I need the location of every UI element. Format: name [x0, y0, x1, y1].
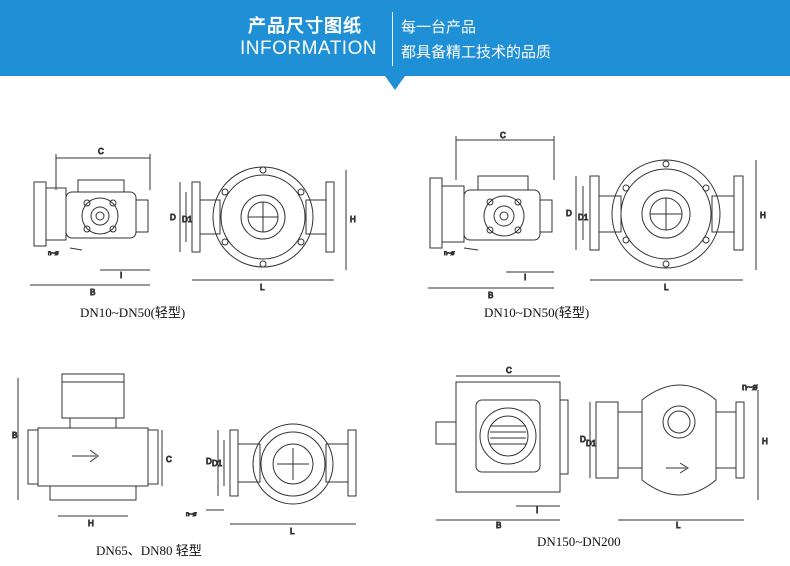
banner-title: 产品尺寸图纸 — [248, 16, 362, 37]
dim-i-label: I — [536, 506, 538, 515]
dim-d1-label: D1 — [182, 215, 193, 224]
dim-n-label: n~ø — [444, 251, 455, 257]
dim-d1-label: D1 — [578, 213, 589, 222]
dim-i-label: I — [120, 271, 122, 280]
dim-b-label: B — [90, 288, 95, 297]
dim-h-label: H — [762, 437, 768, 446]
dim-d-label: D — [566, 209, 572, 218]
banner-background — [0, 0, 790, 90]
header-banner: 产品尺寸图纸 INFORMATION 每一台产品 都具备精工技术的品质 — [0, 0, 790, 90]
banner-tagline-line1: 每一台产品 — [401, 18, 477, 36]
dim-h-label: H — [350, 215, 356, 224]
dim-d-label: D — [170, 213, 176, 222]
dim-l-label: L — [260, 283, 265, 292]
dim-d-label: D — [206, 457, 212, 466]
dim-b-label: B — [12, 431, 17, 440]
dim-c-label: C — [500, 131, 506, 140]
dim-c-label: C — [166, 455, 172, 464]
dim-l-label: L — [664, 283, 669, 292]
drawing-caption: DN65、DN80 轻型 — [96, 543, 202, 558]
dim-h-label: H — [760, 211, 766, 220]
side-view — [435, 375, 569, 521]
drawing-caption: DN150~DN200 — [537, 534, 621, 549]
dim-l-label: L — [676, 521, 681, 530]
drawing-caption: DN10~DN50(轻型) — [484, 305, 590, 320]
drawing-dn150-dn200: C B I D D1 H L n~ø — [435, 366, 769, 530]
drawing-dn10-dn50-light-2: C B I n~ø D D1 H L — [428, 131, 767, 300]
dim-b-label: B — [488, 291, 493, 300]
dim-d1-label: D1 — [586, 439, 597, 448]
dim-d-label: D — [580, 435, 586, 444]
dim-b-label: B — [496, 521, 501, 530]
side-view — [17, 373, 163, 517]
dim-h-label: H — [88, 519, 94, 528]
drawing-dn10-dn50-light-1: C B I n~ø D D1 H L — [30, 147, 357, 298]
dim-n-label: n~ø — [48, 251, 59, 257]
dim-c-label: C — [506, 366, 512, 375]
dim-c-label: C — [98, 147, 104, 156]
dim-n-label: n~ø — [186, 512, 197, 518]
banner-tagline-line2: 都具备精工技术的品质 — [401, 43, 552, 61]
dim-n-label: n~ø — [742, 382, 758, 392]
drawing-caption: DN10~DN50(轻型) — [80, 305, 186, 320]
front-view — [589, 384, 759, 521]
banner-subtitle: INFORMATION — [240, 38, 378, 59]
drawing-dn65-dn80-light: B C H D D1 L n~ø — [12, 373, 357, 537]
front-view — [179, 166, 347, 281]
side-view — [30, 154, 151, 286]
dim-i-label: I — [524, 273, 526, 282]
dim-d1-label: D1 — [212, 459, 223, 468]
side-view — [428, 136, 555, 289]
dim-l-label: L — [290, 527, 295, 536]
banner-divider — [392, 12, 393, 66]
front-view — [206, 423, 357, 525]
front-view — [575, 159, 757, 281]
